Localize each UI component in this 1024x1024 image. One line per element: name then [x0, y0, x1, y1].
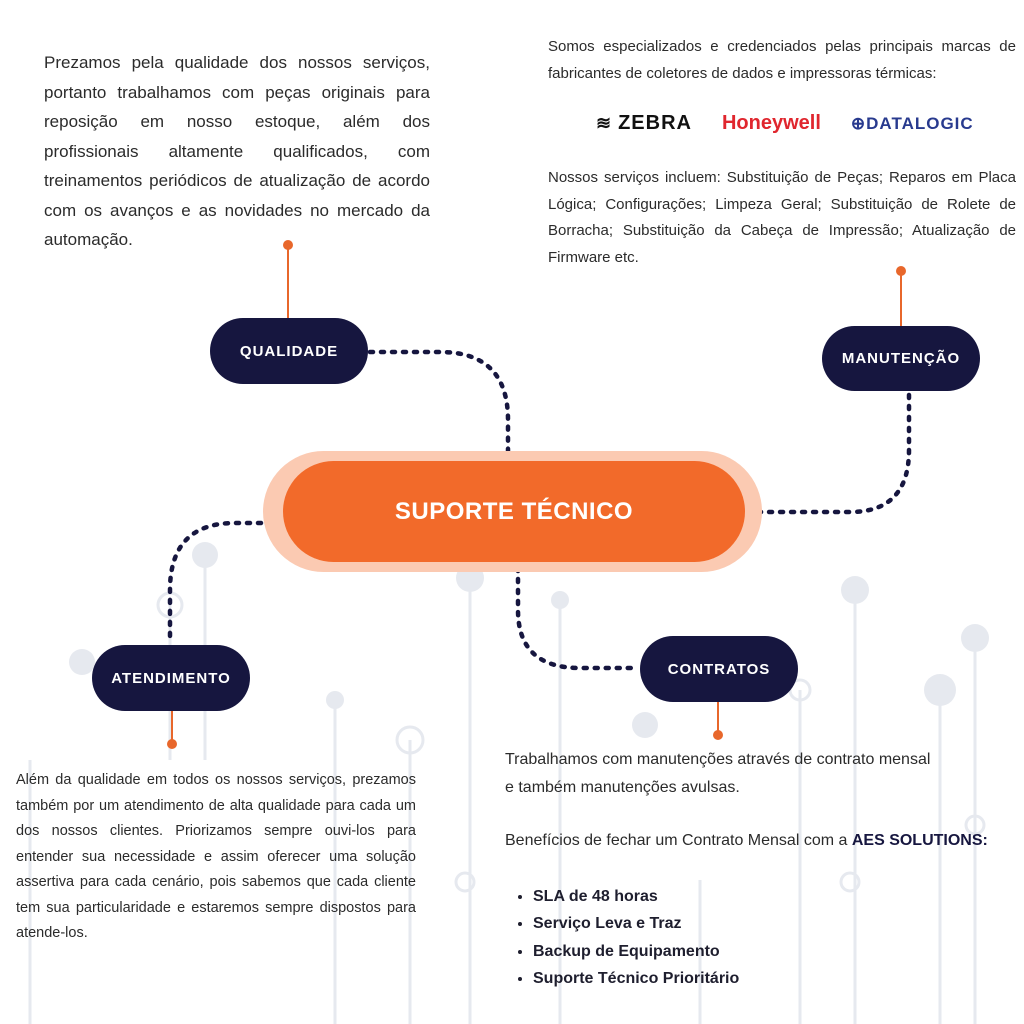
benefit-item: SLA de 48 horas	[533, 883, 1020, 911]
benefit-item: Suporte Técnico Prioritário	[533, 965, 1020, 993]
services-description: Nossos serviços incluem: Substituição de…	[548, 169, 1016, 266]
company-name: AES SOLUTIONS:	[851, 832, 988, 849]
link-atendimento	[167, 520, 286, 643]
zebra-icon: ≋	[596, 113, 619, 133]
link-manutencao	[745, 392, 912, 515]
benefits-prefix: Benefícios de fechar um Contrato Mensal …	[505, 832, 852, 849]
zebra-label: ZEBRA	[618, 112, 692, 134]
node-manutencao[interactable]: MANUTENÇÃO	[822, 326, 980, 391]
qualidade-description: Prezamos pela qualidade dos nossos servi…	[44, 53, 430, 249]
atendimento-description: Além da qualidade em todos os nossos ser…	[16, 772, 416, 941]
datalogic-icon: ⊕	[850, 113, 867, 133]
contratos-line-2: e também manutenções avulsas.	[505, 778, 740, 796]
qualidade-stem	[287, 245, 289, 319]
contratos-dot	[713, 730, 723, 740]
datalogic-logo: ⊕DATALOGIC	[851, 114, 974, 134]
node-suporte-tecnico[interactable]: SUPORTE TÉCNICO	[283, 461, 745, 562]
contratos-stem	[717, 702, 719, 735]
brand-logos: ≋ ZEBRA Honeywell ⊕DATALOGIC	[596, 112, 974, 135]
atendimento-dot	[167, 739, 177, 749]
benefit-item: Serviço Leva e Traz	[533, 910, 1020, 938]
manutencao-stem	[900, 271, 902, 327]
contratos-section: Trabalhamos com manutenções através de c…	[505, 746, 1020, 993]
benefit-item: Backup de Equipamento	[533, 938, 1020, 966]
node-atendimento[interactable]: ATENDIMENTO	[92, 645, 250, 711]
brands-intro: Somos especializados e credenciados pela…	[548, 38, 1016, 82]
contratos-line-1: Trabalhamos com manutenções através de c…	[505, 751, 931, 768]
benefits-list: SLA de 48 horas Serviço Leva e Traz Back…	[505, 883, 1020, 993]
zebra-logo: ≋ ZEBRA	[596, 112, 692, 135]
link-contratos	[515, 565, 641, 671]
node-contratos[interactable]: CONTRATOS	[640, 636, 798, 702]
honeywell-logo: Honeywell	[721, 112, 821, 134]
node-qualidade[interactable]: QUALIDADE	[210, 318, 368, 384]
benefits-heading: Benefícios de fechar um Contrato Mensal …	[505, 827, 1020, 855]
datalogic-label: DATALOGIC	[866, 113, 974, 133]
link-qualidade	[367, 349, 511, 458]
atendimento-stem	[171, 711, 173, 744]
